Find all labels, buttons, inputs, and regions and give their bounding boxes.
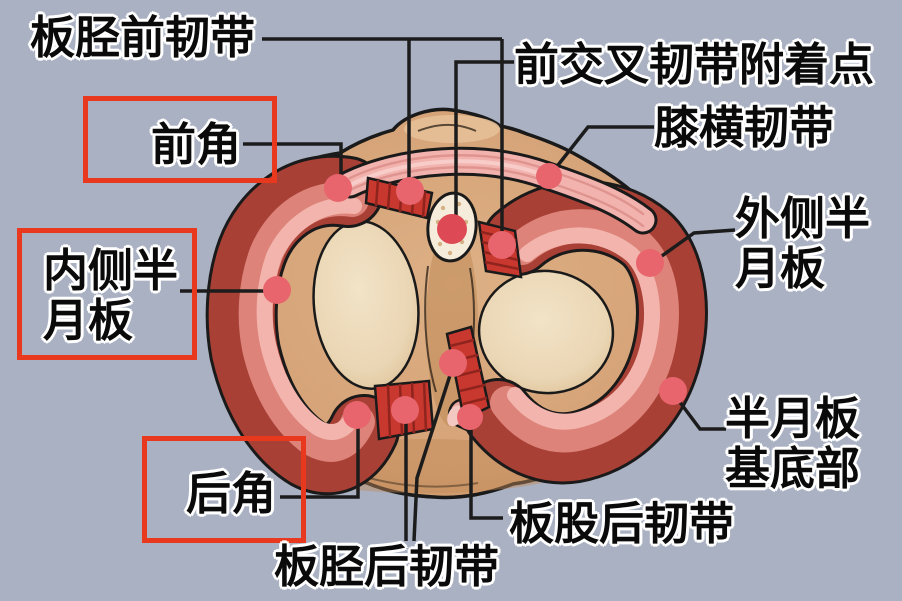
marker-dots xyxy=(263,163,687,430)
leader-meniscotibial-anterior xyxy=(262,37,504,245)
label-acl-attachment-point: 前交叉韧带附着点 xyxy=(514,39,875,90)
marker-lateral-meniscus xyxy=(636,249,664,277)
label-meniscotibial-anterior: 板胫前韧带 xyxy=(30,12,256,63)
label-meniscotibial-posterior: 板胫后韧带 xyxy=(274,541,500,592)
highlight-box-anterior-horn xyxy=(83,96,277,183)
marker-meniscus-base xyxy=(659,377,687,405)
label-lateral-meniscus-line1: 外侧半 xyxy=(735,193,871,244)
lateral-condyle-surface xyxy=(477,269,615,395)
highlight-box-medial-meniscus xyxy=(17,228,197,360)
label-medial-meniscus: 内侧半 月板 xyxy=(43,246,178,346)
leader-meniscus-base xyxy=(671,391,726,431)
leader-lateral-meniscus xyxy=(650,228,736,265)
marker-transverse-ligament xyxy=(536,163,562,189)
tibia-bump-highlight xyxy=(404,115,500,143)
medial-meniscus xyxy=(205,154,400,496)
marker-medial-meniscus xyxy=(263,276,291,304)
lateral-meniscus xyxy=(462,179,708,485)
label-meniscus-base-line2: 基底部 xyxy=(725,443,861,494)
label-anterior-horn: 前角 xyxy=(151,119,242,170)
marker-posterior-central xyxy=(439,349,467,377)
leader-acl-attachment xyxy=(454,60,514,229)
label-meniscus-base-line1: 半月板 xyxy=(725,393,861,444)
marker-meniscotibial-anterior-medial xyxy=(396,177,424,205)
marker-meniscotibial-anterior-lateral xyxy=(488,231,516,259)
highlight-box-posterior-horn xyxy=(142,436,306,543)
marker-anterior-horn xyxy=(324,174,352,202)
label-medial-meniscus-line2: 月板 xyxy=(43,295,134,346)
marker-acl-attachment xyxy=(437,214,467,244)
label-lateral-meniscus: 外侧半 月板 xyxy=(735,194,870,294)
marker-posterior-horn xyxy=(343,401,371,429)
transverse-ligament-band xyxy=(335,146,658,235)
marker-meniscotibial-posterior xyxy=(391,396,419,424)
leader-posterior-horn xyxy=(280,417,360,499)
label-meniscofemoral-posterior: 板股后韧带 xyxy=(509,498,735,549)
marker-meniscofemoral-posterior xyxy=(457,404,483,430)
label-meniscus-base: 半月板 基底部 xyxy=(725,394,860,494)
label-posterior-horn: 后角 xyxy=(186,468,277,519)
label-transverse-knee-ligament: 膝横韧带 xyxy=(654,102,835,153)
leader-meniscotibial-posterior-2 xyxy=(412,365,455,542)
label-medial-meniscus-line1: 内侧半 xyxy=(43,245,179,296)
leader-transverse-ligament xyxy=(549,125,654,176)
label-lateral-meniscus-line2: 月板 xyxy=(735,243,826,294)
leader-meniscofemoral-posterior xyxy=(469,419,503,520)
